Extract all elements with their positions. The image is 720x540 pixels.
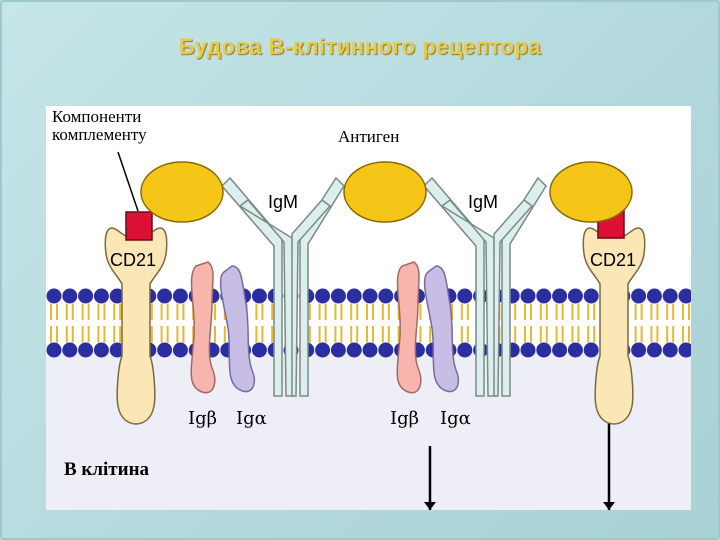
lipid-head <box>62 288 78 304</box>
lipid-head <box>662 288 678 304</box>
lipid-head <box>536 342 552 358</box>
complement-pointer <box>117 151 139 212</box>
lipid-head <box>362 342 378 358</box>
igm-left-label: IgM <box>268 192 299 212</box>
lipid-head <box>678 342 691 358</box>
lipid-head <box>378 288 394 304</box>
lipid-head <box>631 288 647 304</box>
lipid-head <box>251 288 267 304</box>
lipid-head <box>662 342 678 358</box>
cd21-right-label: CD21 <box>590 250 637 270</box>
lipid-head <box>552 288 568 304</box>
lipid-head <box>46 288 62 304</box>
diagram-canvas <box>46 151 691 510</box>
lipid-head <box>583 342 599 358</box>
signal-arrow-right <box>603 422 615 510</box>
lipid-head <box>315 342 331 358</box>
lipid-head <box>678 288 691 304</box>
cd21-left <box>104 211 168 425</box>
lipid-head <box>362 288 378 304</box>
lipid-head <box>330 342 346 358</box>
lipid-head <box>330 288 346 304</box>
lipid-head <box>567 288 583 304</box>
lipid-head <box>93 288 109 304</box>
antigen-label: Антиген <box>338 127 400 146</box>
ig-alpha-left <box>219 265 256 393</box>
lipid-head <box>631 342 647 358</box>
antigen-middle <box>343 161 427 223</box>
lipid-head <box>646 342 662 358</box>
ig-beta-left <box>190 261 216 394</box>
igm-right-label: IgM <box>468 192 499 212</box>
signal-arrow-left <box>424 446 436 510</box>
ig-alpha-right <box>423 265 460 393</box>
lipid-head <box>346 342 362 358</box>
complement-left <box>125 211 153 241</box>
igm-right <box>422 176 547 397</box>
bcr-diagram: Компоненти комплементу Антиген B клітина… <box>46 106 691 510</box>
b-cell-label: B клітина <box>64 459 150 480</box>
lipid-head <box>251 342 267 358</box>
lipid-head <box>78 342 94 358</box>
lipid-head <box>457 288 473 304</box>
lipid-head <box>646 288 662 304</box>
lipid-head <box>567 342 583 358</box>
lipid-head <box>157 342 173 358</box>
cd21-left-label: CD21 <box>110 250 157 270</box>
lipid-head <box>109 342 125 358</box>
lipid-head <box>62 342 78 358</box>
igm-left <box>220 176 345 397</box>
lipid-head <box>346 288 362 304</box>
ig-alpha-right-label: Igα <box>440 408 471 429</box>
ig-beta-left-label: Igβ <box>188 408 218 429</box>
ig-alpha-left-label: Igα <box>236 408 267 429</box>
lipid-head <box>315 288 331 304</box>
lipid-head <box>109 288 125 304</box>
lipid-head <box>93 342 109 358</box>
lipid-head <box>520 288 536 304</box>
antigen-right <box>549 161 633 223</box>
lipid-head <box>536 288 552 304</box>
lipid-head <box>46 342 62 358</box>
lipid-head <box>78 288 94 304</box>
lipid-head <box>378 342 394 358</box>
ig-beta-right-label: Igβ <box>390 408 420 429</box>
lipid-head <box>172 288 188 304</box>
antigen-left <box>140 161 224 223</box>
lipid-head <box>520 342 536 358</box>
lipid-head <box>552 342 568 358</box>
ig-beta-right <box>396 261 422 394</box>
slide-title: Будова B-клітинного рецептора <box>178 34 542 59</box>
lipid-head <box>583 288 599 304</box>
lipid-head <box>172 342 188 358</box>
complement-label: Компоненти комплементу <box>52 107 147 144</box>
lipid-head <box>457 342 473 358</box>
lipid-head <box>157 288 173 304</box>
